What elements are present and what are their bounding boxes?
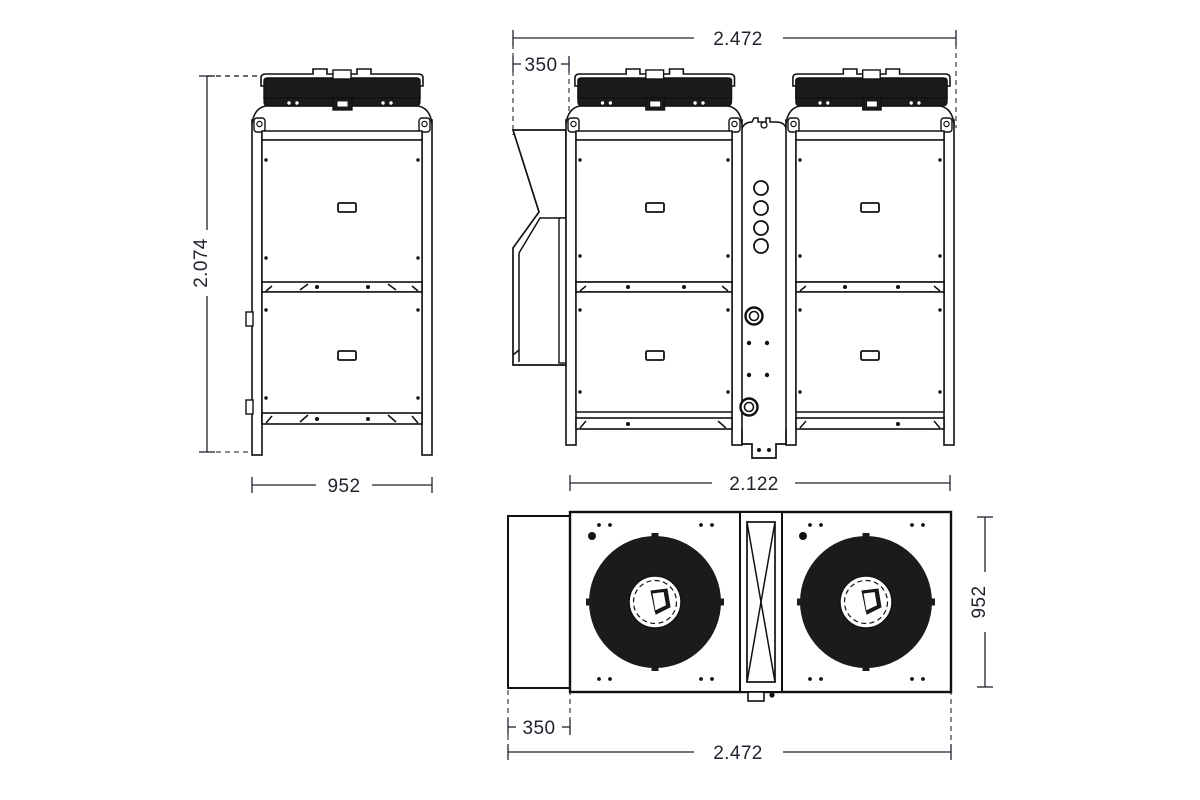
center-grille bbox=[739, 511, 783, 702]
front-left-top-cap bbox=[574, 68, 736, 111]
side-upper-panel bbox=[261, 139, 423, 287]
side-upper-panel-handle bbox=[337, 202, 357, 213]
dim-front-body-width-label: 2.122 bbox=[729, 474, 779, 495]
dim-front-overall-width: 2.472 bbox=[512, 29, 957, 50]
plan-top-view: 952 350 2.472 bbox=[507, 510, 993, 764]
dim-plan-offset-left: 350 bbox=[507, 718, 571, 739]
front-port-1 bbox=[753, 180, 769, 196]
dim-front-offset-left-label: 350 bbox=[525, 55, 558, 76]
front-center-column bbox=[739, 117, 787, 459]
plan-right-fan-cell bbox=[781, 511, 952, 693]
dim-front-body-width: 2.122 bbox=[569, 474, 951, 495]
front-elevation-view: 2.472 350 2.122 bbox=[511, 29, 957, 495]
dim-front-overall-width-label: 2.472 bbox=[713, 29, 763, 50]
dim-plan-offset-left-label: 350 bbox=[523, 718, 556, 739]
front-left-unit bbox=[565, 68, 743, 446]
side-elevation-view: 2.074 952 bbox=[191, 68, 433, 497]
front-left-lower-handle bbox=[645, 350, 665, 361]
front-right-upper-handle bbox=[860, 202, 880, 213]
side-lug-lower bbox=[245, 399, 254, 415]
front-right-top-cap bbox=[792, 68, 951, 111]
side-lug-upper bbox=[245, 311, 254, 327]
dim-side-height-label: 2.074 bbox=[191, 238, 212, 288]
front-port-2 bbox=[753, 200, 769, 216]
front-left-upper-handle bbox=[645, 202, 665, 213]
side-lower-panel-handle bbox=[337, 350, 357, 361]
side-top-cap bbox=[260, 68, 424, 111]
dim-plan-depth: 952 bbox=[969, 516, 993, 688]
dim-side-width-label: 952 bbox=[328, 476, 361, 497]
dim-side-height: 2.074 bbox=[191, 75, 215, 453]
dim-plan-overall-width: 2.472 bbox=[507, 743, 952, 764]
front-port-4 bbox=[753, 238, 769, 254]
plan-center-mount-tab bbox=[747, 691, 765, 702]
dim-front-offset-left: 350 bbox=[512, 55, 570, 76]
dim-plan-depth-label: 952 bbox=[969, 586, 990, 619]
front-center-mount-tab bbox=[741, 429, 787, 459]
dim-plan-overall-width-label: 2.472 bbox=[713, 743, 763, 764]
side-unit-body bbox=[245, 68, 433, 456]
front-right-lower-handle bbox=[860, 350, 880, 361]
plan-control-panel-box bbox=[507, 515, 571, 689]
dim-side-width: 952 bbox=[251, 476, 433, 497]
front-right-unit bbox=[785, 68, 955, 446]
front-port-3 bbox=[753, 220, 769, 236]
